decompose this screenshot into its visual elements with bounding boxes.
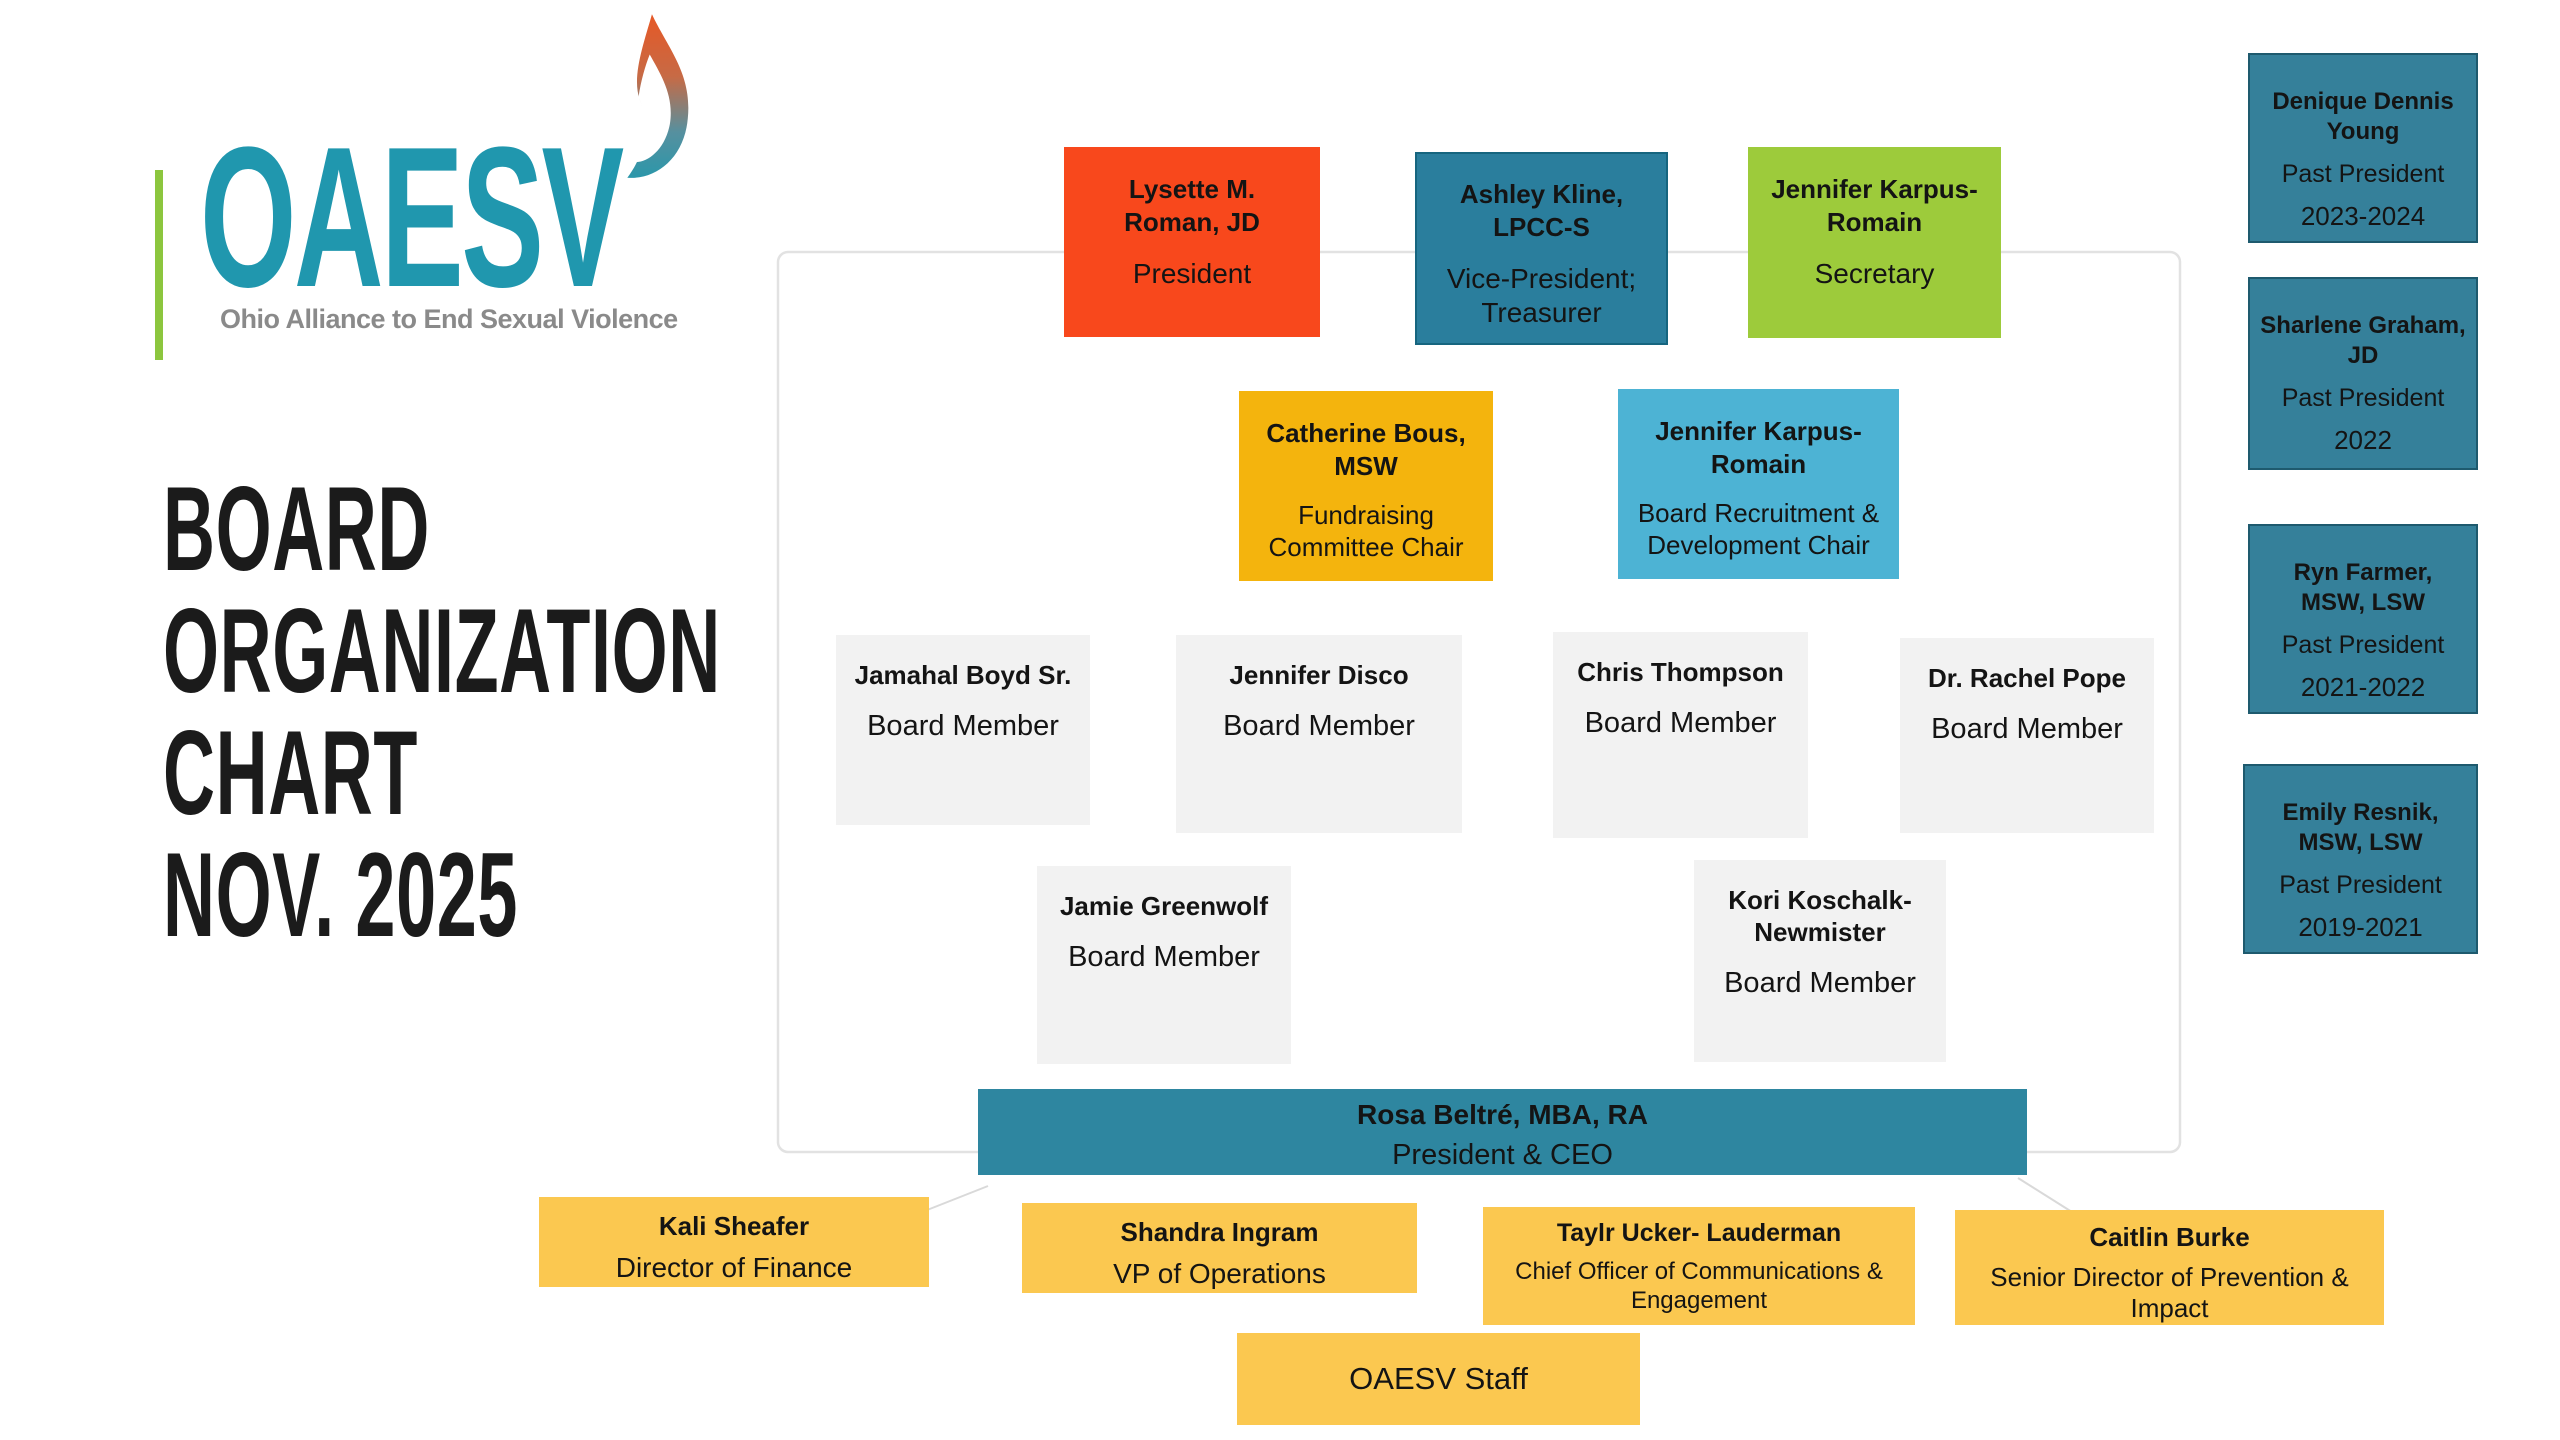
box-staff-prevention: Caitlin Burke Senior Director of Prevent… <box>1955 1210 2384 1325</box>
connector-ceo-prevention <box>2017 1177 2073 1213</box>
person-role: Past President <box>2281 384 2445 412</box>
person-role: President <box>1132 258 1252 289</box>
box-past-president: Denique Dennis Young Past President 2023… <box>2248 53 2478 243</box>
person-role: Past President <box>2279 871 2442 899</box>
person-name: Caitlin Burke <box>2089 1222 2250 1252</box>
person-role: Fundraising Committee Chair <box>1268 500 1464 562</box>
box-president-ceo: Rosa Beltré, MBA, RA President & CEO <box>978 1089 2027 1175</box>
term-years: 2021-2022 <box>2300 672 2426 702</box>
page-title: BOARD ORGANIZATION CHART NOV. 2025 <box>163 468 1093 956</box>
person-name: Sharlene Graham, JD <box>2260 312 2466 369</box>
person-role: Chief Officer of Communications & Engage… <box>1515 1258 1883 1314</box>
person-role: Secretary <box>1814 258 1935 289</box>
person-role: Board Member <box>1724 967 1916 999</box>
box-oaesv-staff-label: OAESV Staff <box>1237 1333 1640 1425</box>
term-years: 2019-2021 <box>2298 912 2423 942</box>
logo-tagline: Ohio Alliance to End Sexual Violence <box>220 304 678 334</box>
person-role: VP of Operations <box>1113 1258 1326 1289</box>
box-board-member: Jennifer Disco Board Member <box>1176 635 1462 833</box>
person-name: Ryn Farmer, MSW, LSW <box>2293 559 2433 616</box>
person-name: Taylr Ucker- Lauderman <box>1556 1219 1842 1247</box>
term-years: 2023-2024 <box>2300 201 2426 231</box>
person-name: Chris Thompson <box>1577 657 1784 687</box>
person-role: Vice-President; Treasurer <box>1446 263 1637 328</box>
box-vice-president: Ashley Kline, LPCC-S Vice-President; Tre… <box>1415 152 1668 345</box>
box-board-member: Dr. Rachel Pope Board Member <box>1900 638 2154 833</box>
person-role: Past President <box>2281 631 2445 659</box>
logo-wordmark: OAESV <box>200 106 624 329</box>
title-line: BOARD <box>163 462 430 596</box>
person-name: Dr. Rachel Pope <box>1928 663 2126 693</box>
box-board-member: Jamie Greenwolf Board Member <box>1037 866 1291 1064</box>
group-label: OAESV Staff <box>1349 1361 1528 1396</box>
person-role: President & CEO <box>1392 1139 1613 1171</box>
person-role: Past President <box>2281 160 2445 188</box>
title-line: NOV. 2025 <box>163 828 518 962</box>
title-line: ORGANIZATION <box>163 584 721 718</box>
person-name: Jamie Greenwolf <box>1059 891 1269 921</box>
flame-icon <box>627 14 689 178</box>
box-past-president: Emily Resnik, MSW, LSW Past President 20… <box>2243 764 2478 954</box>
box-staff-finance: Kali Sheafer Director of Finance <box>539 1197 929 1287</box>
person-name: Rosa Beltré, MBA, RA <box>1357 1099 1648 1130</box>
person-role: Board Recruitment & Development Chair <box>1637 498 1880 560</box>
person-role: Board Member <box>867 710 1059 742</box>
person-role: Board Member <box>1584 707 1777 739</box>
person-name: Jennifer Karpus-Romain <box>1771 174 1978 237</box>
person-role: Board Member <box>1931 713 2123 745</box>
box-recruitment-chair: Jennifer Karpus-Romain Board Recruitment… <box>1618 389 1899 579</box>
box-president: Lysette M. Roman, JD President <box>1064 147 1320 337</box>
person-name: Jennifer Disco <box>1229 660 1409 690</box>
box-board-member: Chris Thompson Board Member <box>1553 632 1808 838</box>
title-line: CHART <box>163 706 418 840</box>
person-name: Jamahal Boyd Sr. <box>854 660 1072 690</box>
person-role: Board Member <box>1223 710 1415 742</box>
person-name: Jennifer Karpus-Romain <box>1655 416 1862 479</box>
person-name: Lysette M. Roman, JD <box>1124 174 1260 237</box>
box-fundraising-chair: Catherine Bous, MSW Fundraising Committe… <box>1239 391 1493 581</box>
person-role: Senior Director of Prevention & Impact <box>1990 1262 2349 1323</box>
person-name: Catherine Bous, MSW <box>1266 418 1466 481</box>
term-years: 2022 <box>2334 425 2392 455</box>
box-staff-communications: Taylr Ucker- Lauderman Chief Officer of … <box>1483 1207 1915 1325</box>
box-secretary: Jennifer Karpus-Romain Secretary <box>1748 147 2001 338</box>
person-name: Emily Resnik, MSW, LSW <box>2282 799 2439 856</box>
person-name: Shandra Ingram <box>1120 1217 1319 1247</box>
person-name: Denique Dennis Young <box>2272 88 2454 145</box>
person-name: Ashley Kline, LPCC-S <box>1459 179 1624 242</box>
person-role: Board Member <box>1068 941 1260 973</box>
box-past-president: Sharlene Graham, JD Past President 2022 <box>2248 277 2478 470</box>
box-board-member: Jamahal Boyd Sr. Board Member <box>836 635 1090 825</box>
person-name: Kali Sheafer <box>658 1211 810 1241</box>
logo-accent-bar <box>155 170 163 360</box>
person-name: Kori Koschalk-Newmister <box>1728 885 1912 947</box>
box-past-president: Ryn Farmer, MSW, LSW Past President 2021… <box>2248 524 2478 714</box>
person-role: Director of Finance <box>615 1252 853 1283</box>
box-board-member: Kori Koschalk-Newmister Board Member <box>1694 860 1946 1062</box>
box-staff-operations: Shandra Ingram VP of Operations <box>1022 1203 1417 1293</box>
